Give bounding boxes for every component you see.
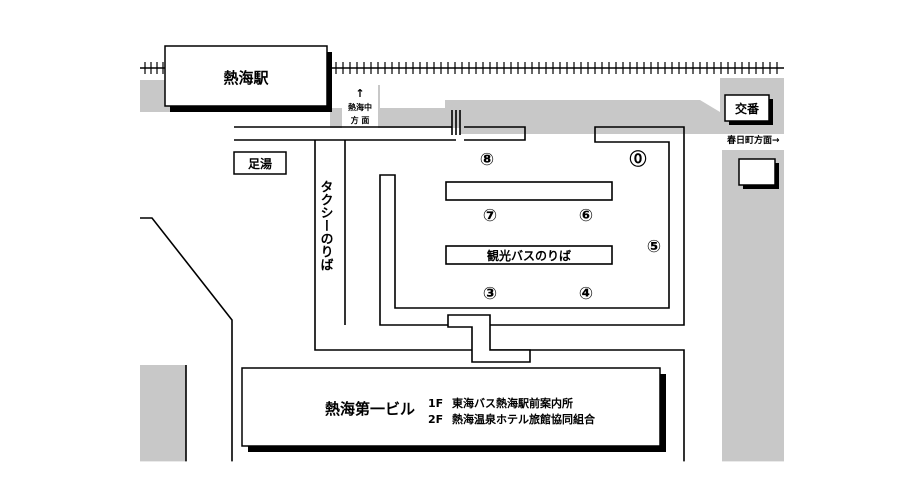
direction-atami-naka: ↑ 熱海中 方 面 <box>342 84 378 128</box>
bus-stop-6[interactable]: ⑥ <box>579 206 593 226</box>
building-name: 熱海第一ビル <box>325 400 415 418</box>
sightseeing-bus-label: 観光バスのりば <box>487 248 571 263</box>
bus-stop-7[interactable]: ⑦ <box>483 206 497 226</box>
station-name: 熱海駅 <box>223 69 269 87</box>
road-lines <box>140 110 685 462</box>
bus-stop-8[interactable]: ⑧ <box>480 150 494 170</box>
bottom-right-gray <box>688 363 722 462</box>
direction-text-2: 方 面 <box>351 115 370 125</box>
bus-stop-0[interactable]: ⓪ <box>630 149 647 170</box>
floor2-label: 2F <box>428 413 443 426</box>
ashiyu-label: 足湯 <box>248 156 272 171</box>
bus-stop-5[interactable]: ⑤ <box>647 237 661 257</box>
taxi-stand-label: タクシーのりば <box>318 180 334 271</box>
bus-stops[interactable]: ⑧ ⓪ ⑦ ⑥ ⑤ ③ ④ <box>480 149 661 304</box>
koban[interactable]: 交番 <box>724 94 773 125</box>
bus-stop-4[interactable]: ④ <box>579 284 593 304</box>
right-gray-strip <box>722 150 784 462</box>
floor1-label: 1F <box>428 397 443 410</box>
ashiyu[interactable]: 足湯 <box>233 151 287 175</box>
small-building <box>738 158 779 189</box>
bottom-left-gray <box>140 365 186 462</box>
koban-label: 交番 <box>735 101 760 116</box>
atami-daiichi-building[interactable]: 熱海第一ビル 1F 東海バス熱海駅前案内所 2F 熱海温泉ホテル旅館協同組合 <box>241 367 666 452</box>
direction-kasugacho: 春日町方面→ <box>726 134 780 146</box>
station-building: 熱海駅 <box>164 45 332 112</box>
floor1-text: 東海バス熱海駅前案内所 <box>452 396 573 410</box>
bus-stop-3[interactable]: ③ <box>483 284 497 304</box>
direction-text-1: 熱海中 <box>348 102 372 112</box>
floor2-text: 熱海温泉ホテル旅館協同組合 <box>452 412 596 426</box>
direction-arrow-up-icon: ↑ <box>355 87 364 100</box>
